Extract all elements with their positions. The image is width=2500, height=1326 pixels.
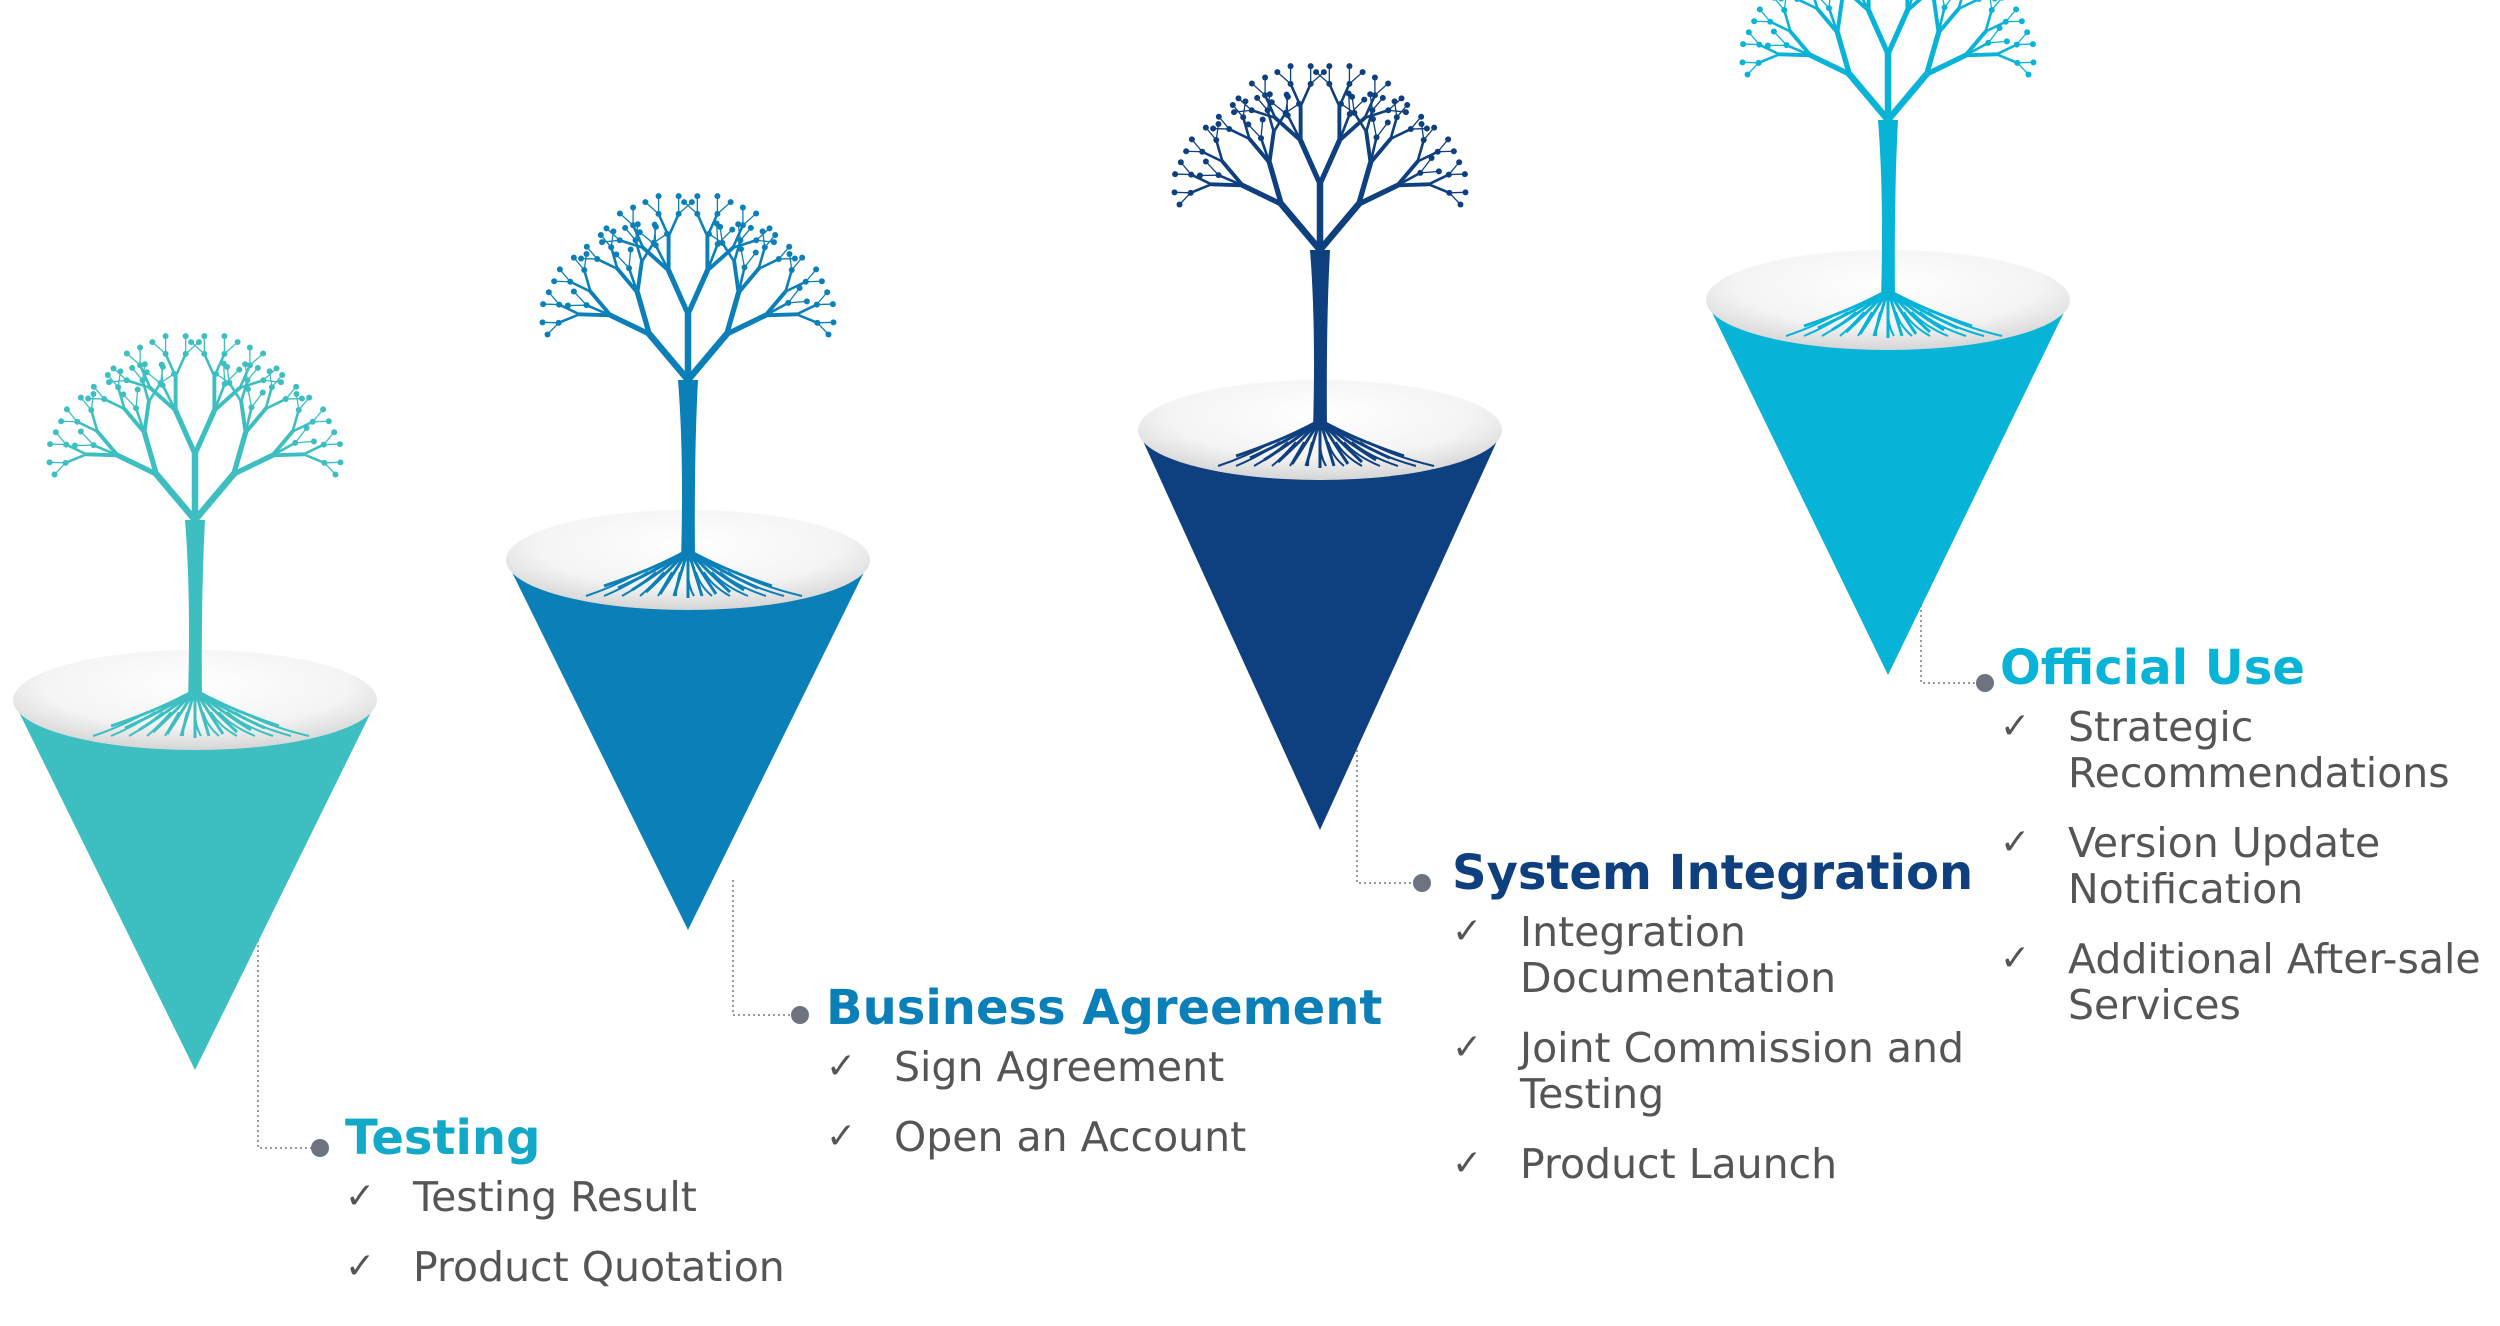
check-icon: ✓: [345, 1176, 376, 1217]
stage-cone-testing: [13, 333, 377, 1157]
list-item: ✓Product Quotation: [345, 1243, 785, 1291]
stage-title-system-integration: System Integration: [1452, 845, 1974, 901]
official-use-item-list: ✓Strategic Recommendations ✓Version Upda…: [2000, 704, 2490, 1028]
tree-with-roots-icon: [1739, 0, 2037, 338]
check-icon: ✓: [345, 1246, 376, 1287]
system-integration-item-list: ✓Integration Documentation ✓Joint Commis…: [1452, 909, 1972, 1187]
list-item: ✓Product Launch: [1452, 1140, 1838, 1188]
cone-shape: [1138, 430, 1502, 830]
business-agreement-item-list: ✓Sign Agreement ✓Open an Account: [826, 1044, 1382, 1160]
list-item: ✓Additional After-sale Services: [2000, 935, 2481, 1029]
connector-line: [257, 930, 320, 1149]
stage-cone-business-agreement: [506, 193, 870, 1024]
stage-testing: Testing ✓Testing Result ✓Product Quotati…: [345, 1108, 785, 1314]
check-icon: ✓: [1452, 1143, 1483, 1184]
list-item: ✓Version Update Notification: [2000, 819, 2381, 913]
connector-dot: [1413, 874, 1431, 892]
check-icon: ✓: [826, 1046, 857, 1087]
stage-title-business-agreement: Business Agreement: [826, 980, 1383, 1036]
cone-shape: [1706, 300, 2070, 675]
cone-shape: [506, 560, 870, 930]
stage-official-use: Official Use ✓Strategic Recommendations …: [2000, 638, 2490, 1052]
testing-item-list: ✓Testing Result ✓Product Quotation: [345, 1174, 785, 1290]
tree-with-roots-icon: [1171, 63, 1469, 468]
tree-with-roots-icon: [46, 333, 344, 738]
stage-cone-system-integration: [1138, 63, 1502, 892]
stage-business-agreement: Business Agreement ✓Sign Agreement ✓Open…: [826, 978, 1382, 1184]
connector-line: [1356, 720, 1422, 884]
list-item: ✓Open an Account: [826, 1113, 1247, 1161]
connector-dot: [1976, 674, 1994, 692]
tree-with-roots-icon: [539, 193, 837, 598]
check-icon: ✓: [2000, 706, 2031, 747]
stage-title-testing: Testing: [345, 1110, 541, 1166]
stage-title-official-use: Official Use: [2000, 640, 2305, 696]
connector-line: [732, 880, 800, 1016]
check-icon: ✓: [1452, 911, 1483, 952]
list-item: ✓Strategic Recommendations: [2000, 703, 2450, 797]
connector-dot: [311, 1139, 329, 1157]
list-item: ✓Sign Agreement: [826, 1043, 1225, 1091]
stage-cone-official-use: [1706, 0, 2070, 692]
check-icon: ✓: [1452, 1027, 1483, 1068]
connector-dot: [791, 1006, 809, 1024]
list-item: ✓Testing Result: [345, 1173, 697, 1221]
cone-shape: [13, 700, 377, 1070]
check-icon: ✓: [2000, 822, 2031, 863]
check-icon: ✓: [826, 1116, 857, 1157]
stage-system-integration: System Integration ✓Integration Document…: [1452, 843, 1973, 1211]
check-icon: ✓: [2000, 938, 2031, 979]
list-item: ✓Joint Commission and Testing: [1452, 1024, 1964, 1118]
list-item: ✓Integration Documentation: [1452, 908, 1837, 1002]
